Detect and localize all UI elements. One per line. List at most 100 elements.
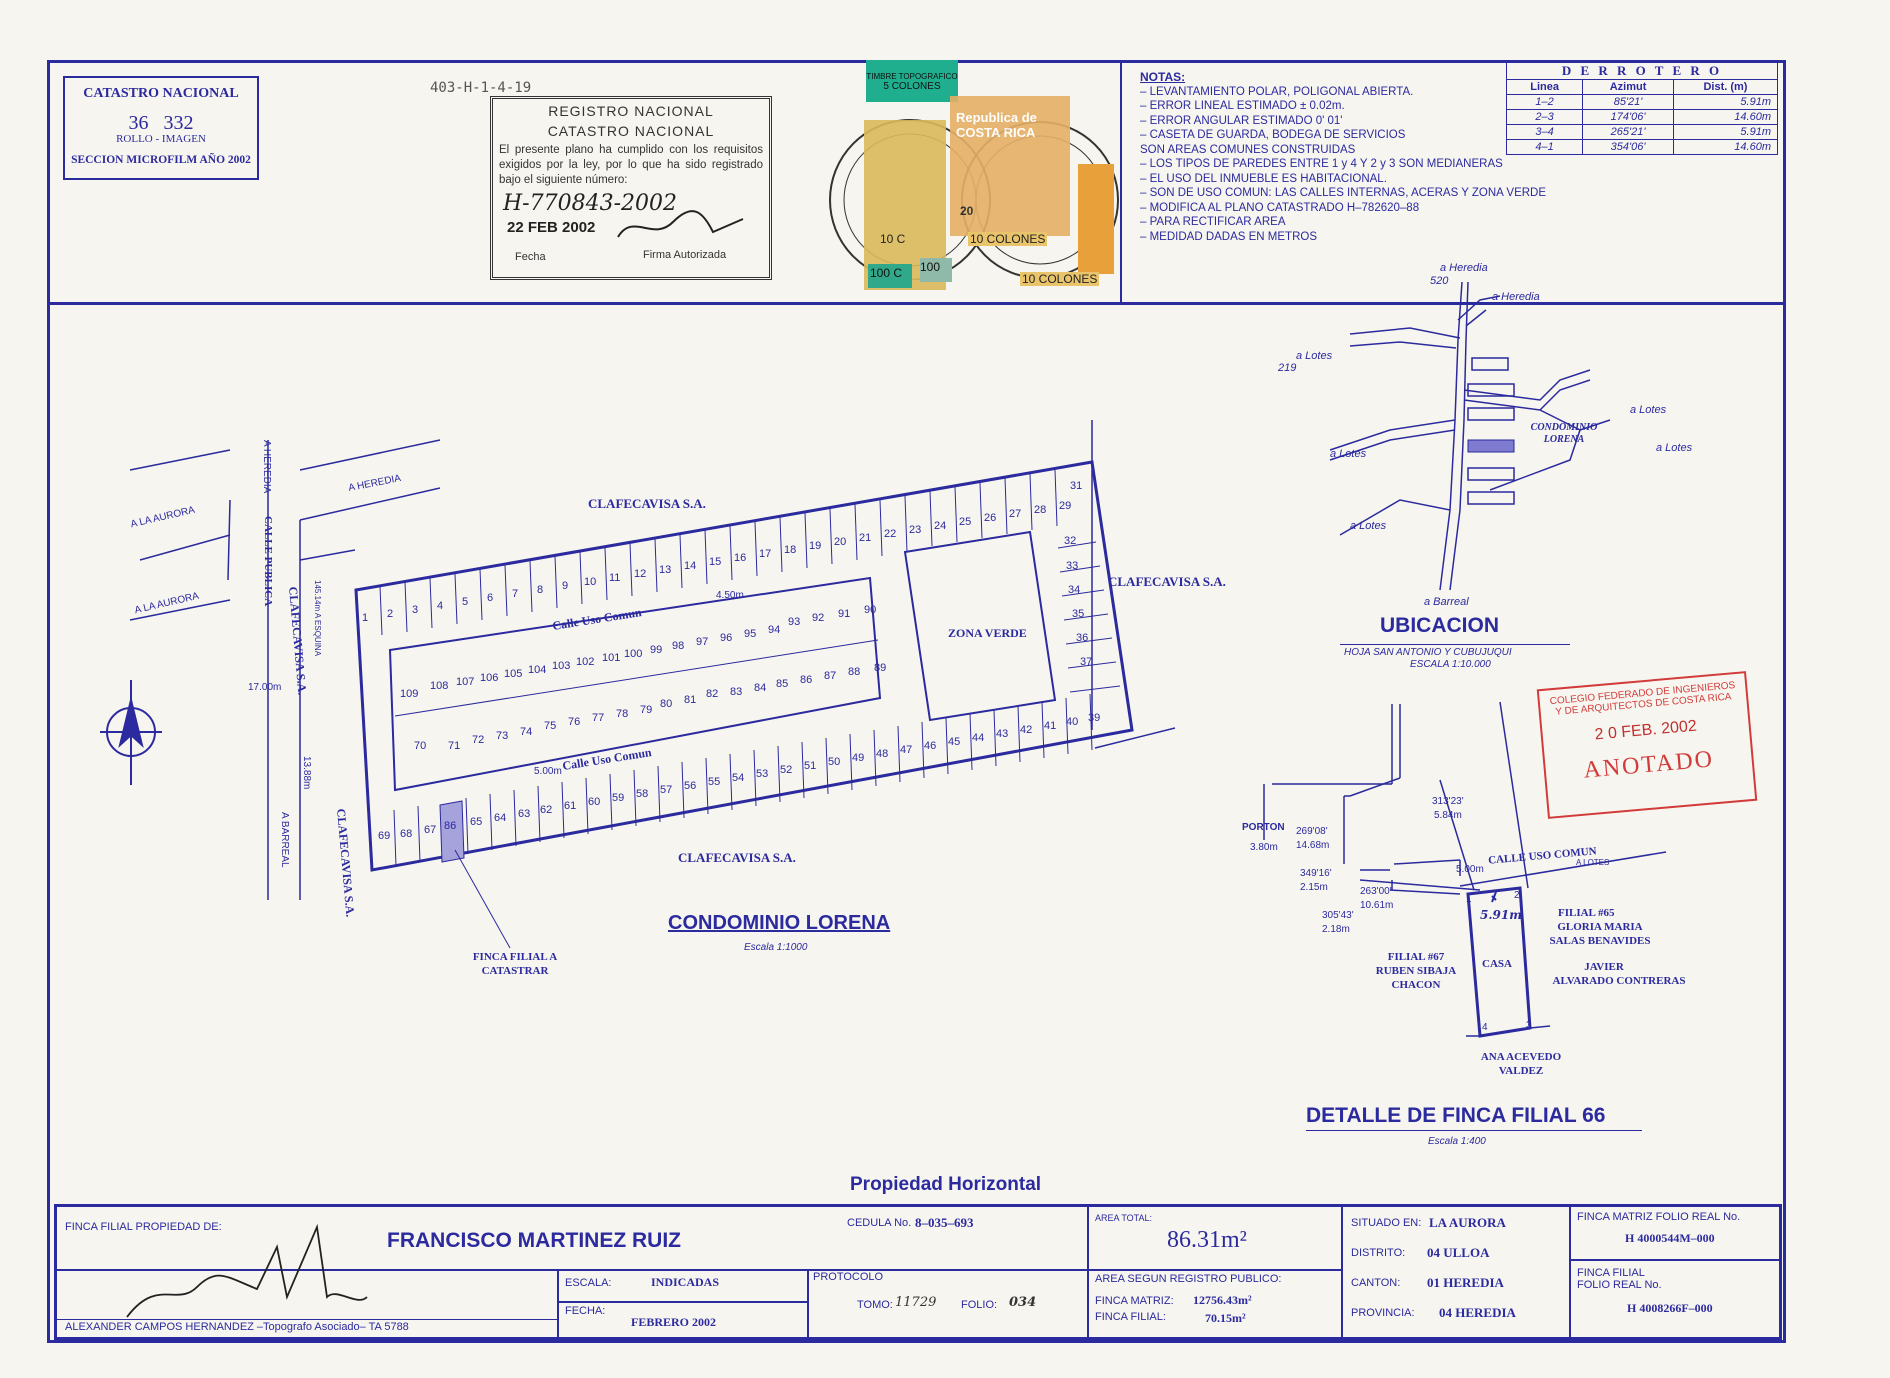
lot-number: 19 [809,540,822,552]
lot-number: 36 [1076,632,1089,644]
calle-publica: CALLE PUBLICA [262,516,274,607]
lot-number: 60 [588,796,601,808]
detalle-drawing [1263,701,1667,1038]
lot-number: 31 [1070,480,1083,492]
lot-number: 41 [1044,720,1057,732]
derrotero-cell: 4–1 [1505,139,1584,155]
lot-dividers [379,469,1121,867]
ub-lotes-3: a Lotes [1330,448,1367,460]
lot-number: 13 [659,564,672,576]
tb-vdiv [557,1269,559,1337]
lot-number: 86 [444,820,457,832]
lot-number: 88 [848,666,861,678]
stamp-ca [1078,164,1114,274]
escala: INDICADAS [651,1275,720,1289]
lot-number: 5 [462,596,469,608]
situado: LA AURORA [1429,1215,1506,1230]
notas: NOTAS: – LEVANTAMIENTO POLAR, POLIGONAL … [1140,70,1620,244]
lot-number: 69 [378,830,391,842]
lot-number: 17 [759,548,772,560]
lot-number: 86 [800,674,813,686]
ff: 70.15m² [1205,1311,1246,1325]
timbre-label: TIMBRE TOPOGRAFICO [866,72,958,81]
lot-86-highlight [439,800,465,863]
escala-label: ESCALA: [565,1277,612,1289]
derrotero-cell: 14.60m [1672,139,1779,155]
tb-vdiv [1569,1207,1571,1337]
header-divider [47,302,1783,305]
lot-number: 96 [720,632,733,644]
lot-number: 43 [996,728,1009,740]
lot-number: 62 [540,804,553,816]
registro-date: 22 FEB 2002 [507,219,596,236]
plan-title: CONDOMINIO LORENA [668,912,891,934]
det-filial67: FILIAL #67 RUBEN SIBAJA CHACON [1366,950,1466,992]
lot-number: 80 [660,698,673,710]
filial65-line: FILIAL #65 [1558,907,1615,919]
lot-number: 67 [424,824,437,836]
plan-escala: Escala 1:1000 [744,942,808,953]
inner-block [388,576,882,792]
ub-lotes-1: a Lotes [1296,350,1333,362]
tomo-label: TOMO: [857,1299,893,1311]
lot-number: 34 [1068,584,1081,596]
stamp-20: 20 [960,204,974,218]
stamp-10colones-2: 10 COLONES [1020,272,1100,286]
cedula: 8–035–693 [915,1215,974,1230]
lot-number: 79 [640,704,653,716]
det-a3: 305'43' [1322,910,1354,921]
registro-stamp: REGISTRO NACIONAL CATASTRO NACIONAL El p… [490,96,772,280]
lot-number: 103 [552,660,571,672]
det-v1: 1 [1466,894,1472,905]
north-arrow-icon [100,680,162,785]
dist-1388: 13.88m [301,756,312,790]
det-frente: 5.91m [1480,908,1522,922]
tb-hdiv [57,1319,557,1320]
lot-number: 92 [812,612,825,624]
lot-number: 100 [624,648,643,660]
timbre-value: 5 COLONES [883,81,941,92]
registro-label: AREA SEGUN REGISTRO PUBLICO: [1095,1273,1282,1285]
lot-number: 3 [412,604,419,616]
det-a4: 263'00' [1360,886,1392,897]
det-javier: JAVIER ALVARADO CONTRERAS [1544,960,1694,988]
det-ana: ANA ACEVEDO VALDEZ [1466,1050,1576,1078]
ub-heredia-2: a Heredia [1492,291,1540,303]
stamp-100-text: 100 [920,260,941,274]
lot-number: 82 [706,688,719,700]
lot-number: 81 [684,694,697,706]
lot-number: 47 [900,744,913,756]
registro-line1: REGISTRO NACIONAL [548,103,714,119]
nota-item: – EL USO DEL INMUEBLE ES HABITACIONAL. [1140,172,1387,185]
filial: H 4008266F–000 [1627,1301,1713,1315]
dist-esquina: 145.14m A ESQUINA [313,580,322,657]
catastro-title: CATASTRO NACIONAL [83,86,239,101]
lot-number: 11 [609,572,621,584]
lot-number: 39 [1088,712,1101,724]
canton: 01 HEREDIA [1427,1275,1504,1290]
stamp-100c: 100 C [868,264,912,288]
lot-number: 104 [528,664,547,676]
fm: 12756.43m² [1193,1293,1252,1307]
detalle-underline [1306,1130,1642,1131]
lot-number: 57 [660,784,673,796]
det-d1: 14.68m [1296,840,1330,851]
ub-lotes-5: a Lotes [1350,520,1387,532]
lot-number: 32 [1064,535,1077,547]
stamp-10c: 10 C [880,232,906,246]
registro-fecha: Fecha [515,251,546,263]
header-divider-vertical [1120,60,1122,305]
lot-number: 29 [1059,500,1072,512]
derrotero-title: D E R R O T E R O [1506,62,1778,79]
stamp-orange: Republica de COSTA RICA 20 [950,96,1070,236]
finca-filial-note: FINCA FILIAL A CATASTRAR [472,951,558,977]
ub-219: 219 [1278,362,1297,374]
ub-heredia-1: a Heredia [1440,262,1488,274]
lot-number: 40 [1066,716,1079,728]
det-porton: PORTON [1242,822,1285,833]
lot-number: 14 [684,560,697,572]
topografo-signature [126,1223,368,1318]
ubicacion-underline [1340,644,1570,645]
lot-number: 106 [480,672,499,684]
